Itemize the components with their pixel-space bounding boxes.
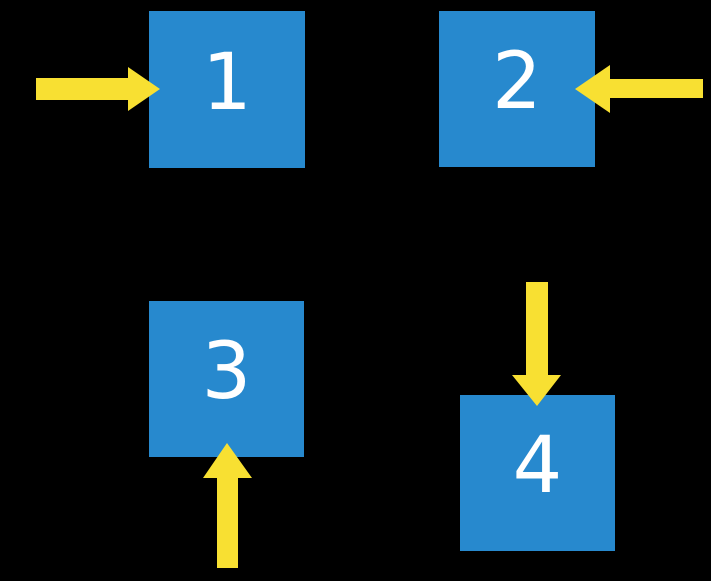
box-4[interactable]: 4 xyxy=(460,395,615,551)
box-2-label: 2 xyxy=(492,37,542,127)
box-1-label: 1 xyxy=(202,37,252,128)
box-3-label: 3 xyxy=(201,327,252,417)
arrow-up-icon xyxy=(203,443,252,568)
box-4-label: 4 xyxy=(512,421,563,511)
arrow-right-icon xyxy=(36,67,160,111)
box-2[interactable]: 2 xyxy=(439,11,595,167)
arrow-down-icon xyxy=(512,282,561,406)
box-3[interactable]: 3 xyxy=(149,301,304,457)
arrow-left-icon xyxy=(575,65,703,113)
box-1[interactable]: 1 xyxy=(149,11,305,168)
